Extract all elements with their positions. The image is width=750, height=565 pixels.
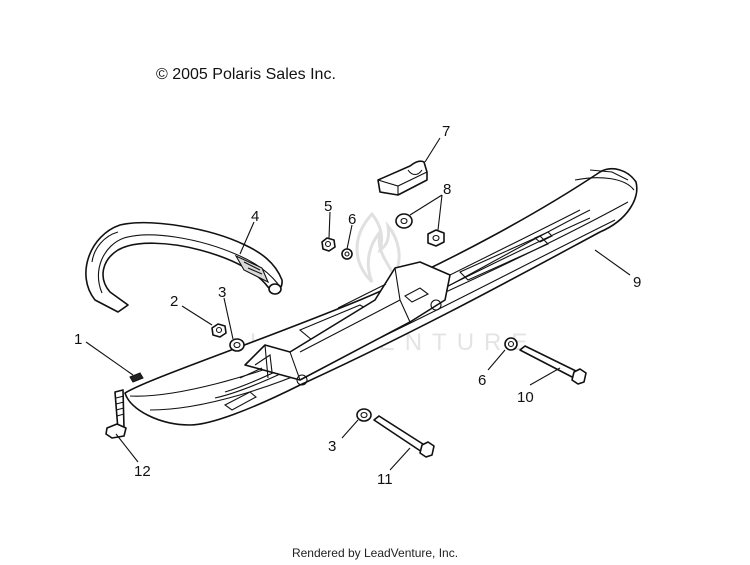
callout-6-upper: 6 <box>348 211 356 228</box>
part-2-nut <box>211 323 227 338</box>
part-7-block <box>377 160 428 196</box>
callout-5: 5 <box>324 198 332 215</box>
part-4-ski-loop <box>85 221 283 313</box>
callout-4: 4 <box>251 208 259 225</box>
part-11-bolt <box>373 415 435 458</box>
part-3-washer-upper <box>229 338 245 352</box>
footer-credit: Rendered by LeadVenture, Inc. <box>291 546 459 560</box>
callout-1: 1 <box>74 331 82 348</box>
part-8-washers <box>395 213 445 247</box>
callout-8: 8 <box>443 181 451 198</box>
callout-6-lower: 6 <box>478 372 486 389</box>
copyright-text: © 2005 Polaris Sales Inc. <box>156 66 336 83</box>
part-10-bolt <box>519 345 587 385</box>
part-1-wear-pad <box>129 372 144 383</box>
callout-2: 2 <box>170 293 178 310</box>
part-12-bolt <box>105 389 127 439</box>
callout-11: 11 <box>377 471 393 488</box>
part-3-washer-lower <box>356 408 372 422</box>
callout-3-lower: 3 <box>328 438 336 455</box>
callout-12: 12 <box>134 463 151 480</box>
part-6-washer-upper <box>341 248 353 260</box>
leader-lines <box>85 137 631 471</box>
part-6-washer-lower <box>504 337 518 351</box>
callout-10: 10 <box>517 389 534 406</box>
ski-body <box>124 168 638 426</box>
callout-3-upper: 3 <box>218 284 226 301</box>
callout-9: 9 <box>633 274 641 291</box>
callout-7: 7 <box>442 123 450 140</box>
part-5-nut <box>321 237 336 252</box>
